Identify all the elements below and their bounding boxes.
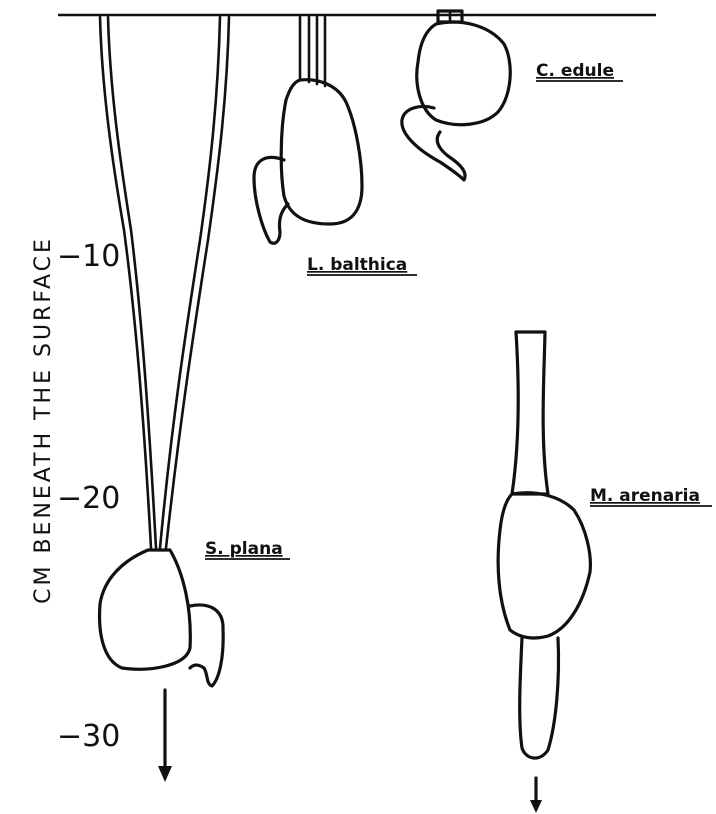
label-s-plana: S. plana — [205, 539, 283, 559]
s-plana-arrowhead — [158, 766, 172, 782]
label-c-edule: C. edule — [536, 61, 614, 81]
l-balthica-animal — [254, 17, 362, 243]
axis-title: CM BENEATH THE SURFACE — [31, 236, 56, 604]
label-m-arenaria: M. arenaria — [590, 486, 700, 506]
tick-label-10: −10 — [57, 239, 120, 274]
c-edule-animal — [402, 11, 510, 180]
label-l-balthica: L. balthica — [307, 255, 407, 275]
s-plana-siphon-right-inner — [160, 17, 220, 548]
m-arenaria-arrowhead — [530, 800, 542, 813]
s-plana-siphon-right-outer — [166, 17, 229, 548]
m-arenaria-lower-foot — [520, 638, 559, 758]
s-plana-siphon-left-inner — [108, 17, 156, 548]
m-arenaria-upper-siphon — [512, 332, 548, 494]
s-plana-foot — [190, 605, 223, 686]
s-plana-shell — [100, 550, 191, 669]
m-arenaria-animal — [498, 332, 590, 813]
m-arenaria-shell — [498, 493, 590, 638]
tick-label-30: −30 — [57, 719, 120, 754]
s-plana-siphon-left-outer — [100, 17, 151, 548]
c-edule-shell — [417, 22, 510, 125]
tick-label-20: −20 — [57, 481, 120, 516]
s-plana-animal — [100, 17, 229, 782]
l-balthica-shell — [281, 80, 362, 224]
